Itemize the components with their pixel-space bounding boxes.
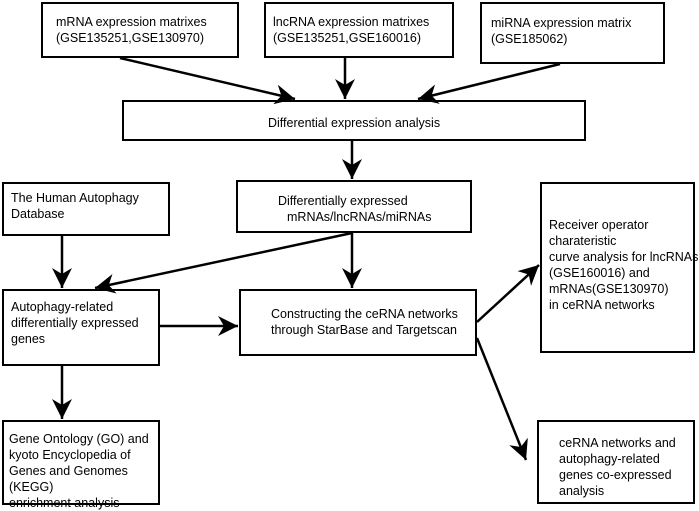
go-kegg-line-2: kyoto Encyclopedia of [9,448,131,462]
differential-analysis-box: Differential expression analysis [122,100,586,141]
roc-analysis-line-3: curve analysis for lncRNAs [549,250,699,264]
roc-analysis-line-2: charateristic [549,234,617,248]
go-kegg-line-3: Genes and Genomes [9,464,128,478]
human-autophagy-db-line-2: Database [11,207,65,221]
autophagy-degs-box: Autophagy-related differentially express… [2,289,160,366]
lncrna-matrix-line-2: (GSE135251,GSE160016) [273,31,422,45]
go-kegg-line-1: Gene Ontology (GO) and [9,432,149,446]
cerna-construct-line-2: through StarBase and Targetscan [271,323,458,337]
autophagy-degs-line-2: differentially expressed [11,316,139,330]
differential-analysis-label: Differential expression analysis [268,116,441,130]
coexpression-line-2: autophagy-related [559,452,660,466]
coexpression-line-4: analysis [559,484,605,498]
arrow-mirna-to-differential [417,62,561,104]
roc-analysis-line-1: Receiver operator [549,218,649,232]
mirna-matrix-box: miRNA expression matrix (GSE185062) [480,2,665,64]
coexpression-box: ceRNA networks and autophagy-related gen… [537,420,695,504]
cerna-construct-line-1: Constructing the ceRNA networks [271,307,458,321]
de-rnas-line-1: Differentially expressed [278,194,408,208]
arrow-de-rnas-to-autophagy-degs [94,231,353,294]
roc-analysis-box: Receiver operator charateristic curve an… [540,182,699,353]
roc-analysis-line-6: in ceRNA networks [549,298,655,312]
coexpression-line-1: ceRNA networks and [559,436,676,450]
autophagy-degs-line-3: genes [11,332,46,346]
arrow-cerna-to-coexpression [475,337,528,461]
mrna-matrix-line-1: mRNA expression matrixes [56,15,207,29]
go-kegg-line-4: (KEGG) [9,480,54,494]
lncrna-matrix-line-1: lncRNA expression matrixes [273,15,430,29]
arrow-cerna-to-roc [476,264,540,323]
mrna-matrix-box: mRNA expression matrixes (GSE135251,GSE1… [41,2,239,58]
mirna-matrix-line-1: miRNA expression matrix [491,16,632,30]
human-autophagy-db-box: The Human Autophagy Database [2,182,170,236]
coexpression-line-3: genes co-expressed [559,468,672,482]
roc-analysis-line-4: (GSE160016) and [549,266,650,280]
human-autophagy-db-line-1: The Human Autophagy [11,191,139,205]
mrna-matrix-line-2: (GSE135251,GSE130970) [56,31,205,45]
de-rnas-box: Differentially expressed mRNAs/lncRNAs/m… [236,180,472,233]
lncrna-matrix-box: lncRNA expression matrixes (GSE135251,GS… [264,2,454,58]
de-rnas-line-2: mRNAs/lncRNAs/miRNAs [287,210,432,224]
roc-analysis-line-5: mRNAs(GSE130970) [549,282,669,296]
mirna-matrix-line-2: (GSE185062) [491,32,568,46]
cerna-construct-box: Constructing the ceRNA networks through … [239,289,477,356]
autophagy-degs-line-1: Autophagy-related [11,300,114,314]
arrow-mrna-to-differential [119,56,296,105]
go-kegg-box: Gene Ontology (GO) and kyoto Encyclopedi… [2,420,160,510]
